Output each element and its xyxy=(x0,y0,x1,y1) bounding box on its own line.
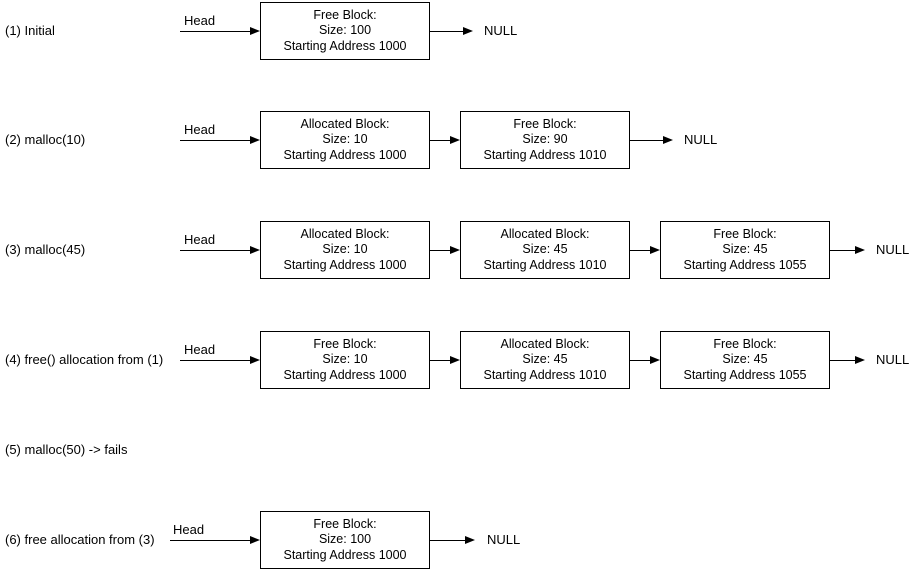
block-type: Allocated Block: xyxy=(500,336,590,351)
memory-block: Free Block: Size: 100 Starting Address 1… xyxy=(260,2,430,60)
block-size: Size: 10 xyxy=(322,352,368,367)
arrowhead-icon xyxy=(650,246,660,254)
arrow-line xyxy=(170,540,250,541)
block-address: Starting Address 1010 xyxy=(483,147,607,162)
head-pointer-label: Head xyxy=(184,13,216,28)
arrow-line xyxy=(830,360,855,361)
step-label-3: (3) malloc(45) xyxy=(5,242,86,257)
arrowhead-icon xyxy=(450,136,460,144)
arrow-line xyxy=(430,140,450,141)
arrowhead-icon xyxy=(250,27,260,35)
arrowhead-icon xyxy=(450,246,460,254)
block-address: Starting Address 1000 xyxy=(283,547,407,562)
memory-block: Allocated Block: Size: 10 Starting Addre… xyxy=(260,111,430,169)
step-label-2: (2) malloc(10) xyxy=(5,132,86,147)
arrow-line xyxy=(180,31,250,32)
arrowhead-icon xyxy=(250,136,260,144)
arrowhead-icon xyxy=(250,356,260,364)
head-pointer-label: Head xyxy=(184,342,216,357)
arrow-line xyxy=(430,540,465,541)
block-address: Starting Address 1000 xyxy=(283,147,407,162)
memory-block: Allocated Block: Size: 45 Starting Addre… xyxy=(460,331,630,389)
block-address: Starting Address 1010 xyxy=(483,257,607,272)
memory-block: Free Block: Size: 10 Starting Address 10… xyxy=(260,331,430,389)
null-label: NULL xyxy=(484,23,518,38)
block-type: Allocated Block: xyxy=(300,116,390,131)
arrowhead-icon xyxy=(855,246,865,254)
null-label: NULL xyxy=(684,132,718,147)
block-size: Size: 45 xyxy=(722,352,768,367)
arrow-line xyxy=(430,360,450,361)
block-type: Free Block: xyxy=(313,516,377,531)
head-pointer-label: Head xyxy=(173,522,205,537)
block-address: Starting Address 1055 xyxy=(683,257,807,272)
step-label-4: (4) free() allocation from (1) xyxy=(5,352,164,367)
arrow-line xyxy=(180,360,250,361)
block-address: Starting Address 1000 xyxy=(283,367,407,382)
block-size: Size: 100 xyxy=(318,23,372,38)
block-size: Size: 100 xyxy=(318,532,372,547)
block-size: Size: 90 xyxy=(522,132,568,147)
step-label-1: (1) Initial xyxy=(5,23,55,38)
arrowhead-icon xyxy=(855,356,865,364)
memory-block: Free Block: Size: 100 Starting Address 1… xyxy=(260,511,430,569)
block-address: Starting Address 1055 xyxy=(683,367,807,382)
block-type: Allocated Block: xyxy=(300,226,390,241)
block-type: Free Block: xyxy=(313,7,377,22)
block-size: Size: 45 xyxy=(722,242,768,257)
block-address: Starting Address 1010 xyxy=(483,367,607,382)
head-pointer-label: Head xyxy=(184,122,216,137)
arrow-line xyxy=(630,360,650,361)
block-type: Allocated Block: xyxy=(500,226,590,241)
null-label: NULL xyxy=(876,242,910,257)
arrow-line xyxy=(430,250,450,251)
memory-block: Free Block: Size: 45 Starting Address 10… xyxy=(660,331,830,389)
arrow-line xyxy=(630,140,663,141)
block-size: Size: 10 xyxy=(322,242,368,257)
step-label-5: (5) malloc(50) -> fails xyxy=(5,442,128,457)
block-address: Starting Address 1000 xyxy=(283,257,407,272)
arrowhead-icon xyxy=(450,356,460,364)
block-size: Size: 45 xyxy=(522,242,568,257)
arrowhead-icon xyxy=(465,536,475,544)
arrowhead-icon xyxy=(250,246,260,254)
block-type: Free Block: xyxy=(713,226,777,241)
arrow-line xyxy=(180,140,250,141)
memory-block: Free Block: Size: 45 Starting Address 10… xyxy=(660,221,830,279)
null-label: NULL xyxy=(487,532,521,547)
null-label: NULL xyxy=(876,352,910,367)
memory-block: Allocated Block: Size: 45 Starting Addre… xyxy=(460,221,630,279)
arrowhead-icon xyxy=(463,27,473,35)
arrow-line xyxy=(180,250,250,251)
block-size: Size: 45 xyxy=(522,352,568,367)
block-size: Size: 10 xyxy=(322,132,368,147)
memory-block: Allocated Block: Size: 10 Starting Addre… xyxy=(260,221,430,279)
arrow-line xyxy=(830,250,855,251)
arrowhead-icon xyxy=(250,536,260,544)
memory-block: Free Block: Size: 90 Starting Address 10… xyxy=(460,111,630,169)
arrow-line xyxy=(430,31,463,32)
block-address: Starting Address 1000 xyxy=(283,38,407,53)
block-type: Free Block: xyxy=(513,116,577,131)
arrowhead-icon xyxy=(663,136,673,144)
arrow-line xyxy=(630,250,650,251)
step-label-6: (6) free allocation from (3) xyxy=(5,532,155,547)
arrowhead-icon xyxy=(650,356,660,364)
block-type: Free Block: xyxy=(713,336,777,351)
head-pointer-label: Head xyxy=(184,232,216,247)
block-type: Free Block: xyxy=(313,336,377,351)
